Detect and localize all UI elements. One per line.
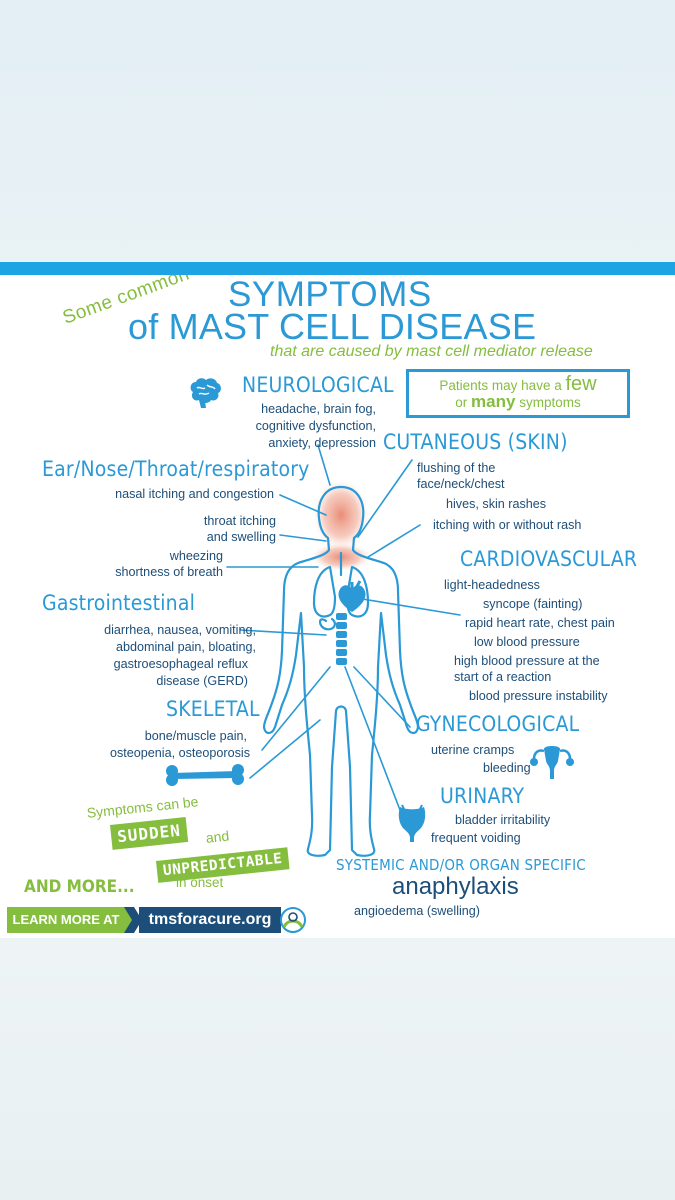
callout-line2c: symptoms [515, 395, 581, 410]
gyneco-item-1: uterine cramps [431, 743, 515, 757]
url-banner[interactable]: tmsforacure.org [139, 907, 281, 933]
heading-urinary: URINARY [440, 784, 525, 808]
urinary-item-1: bladder irritability [455, 813, 551, 827]
gyneco-item-2: bleeding [483, 761, 531, 775]
top-accent-bar [0, 262, 675, 275]
url-link[interactable]: tmsforacure.org [148, 911, 272, 928]
uterus-icon [530, 746, 574, 779]
cardio-item-5b: start of a reaction [454, 670, 552, 684]
onset-and: and [205, 827, 230, 846]
gastro-line-3: gastroesophageal reflux [113, 657, 248, 671]
heading-ent: Ear/Nose/Throat/respiratory [42, 457, 310, 481]
brain-icon [190, 378, 221, 408]
cutaneous-item-1a: flushing of the [417, 461, 496, 475]
cardio-item-5a: high blood pressure at the [454, 654, 600, 668]
learn-more-banner[interactable]: LEARN MORE AT [7, 907, 125, 933]
urinary-item-2: frequent voiding [431, 831, 521, 845]
heading-neurological: NEUROLOGICAL [242, 373, 394, 397]
skeletal-line-2: osteopenia, osteoporosis [109, 746, 250, 760]
heading-systemic: SYSTEMIC AND/OR ORGAN SPECIFIC [336, 856, 586, 874]
onset-sudden: SUDDEN [116, 820, 182, 847]
learn-more-label: LEARN MORE AT [12, 912, 120, 927]
heart-icon [338, 580, 366, 612]
systemic-item-1: angioedema (swelling) [354, 904, 481, 918]
skeletal-line-1: bone/muscle pain, [144, 729, 247, 743]
ent-item-3b: shortness of breath [115, 565, 223, 579]
infographic-panel: Some common SYMPTOMS of MAST CELL DISEAS… [0, 275, 675, 938]
title-symptoms: SYMPTOMS [228, 275, 432, 314]
callout-few: few [565, 373, 597, 395]
banner-arrow-icon [124, 907, 142, 933]
systemic-anaphylaxis: anaphylaxis [392, 873, 519, 900]
ent-item-2a: throat itching [203, 514, 276, 528]
ent-item-3a: wheezing [169, 549, 223, 563]
cardio-item-3: rapid heart rate, chest pain [465, 616, 615, 630]
heading-cutaneous: CUTANEOUS (SKIN) [383, 430, 568, 454]
ent-item-1: nasal itching and congestion [115, 487, 274, 501]
gastro-line-1: diarrhea, nausea, vomiting, [104, 623, 256, 637]
body-outline-icon [226, 444, 461, 857]
callout-box: Patients may have a few or many symptoms [406, 369, 630, 418]
heading-gastrointestinal: Gastrointestinal [42, 591, 196, 615]
cardio-item-6: blood pressure instability [469, 689, 608, 703]
gastro-line-4: disease (GERD) [156, 674, 248, 688]
heading-skeletal: SKELETAL [166, 697, 260, 721]
callout-line1a: Patients may have a [439, 378, 566, 393]
and-more-label: AND MORE... [24, 877, 135, 897]
cardio-item-2: syncope (fainting) [483, 597, 583, 611]
onset-tail: in onset [176, 875, 224, 890]
page-title: of MAST CELL DISEASE [128, 306, 537, 347]
cutaneous-item-1b: face/neck/chest [417, 477, 505, 491]
callout-many: many [471, 392, 516, 411]
logo-icon [280, 907, 306, 933]
callout-line2a: or [455, 395, 472, 410]
cardio-item-1: light-headedness [444, 578, 540, 592]
bottom-background [0, 938, 675, 1200]
cardio-item-4: low blood pressure [474, 635, 580, 649]
ent-item-2b: and swelling [206, 530, 276, 544]
heading-gynecological: GYNECOLOGICAL [416, 712, 580, 736]
cutaneous-item-2: hives, skin rashes [446, 497, 547, 511]
bone-icon [166, 764, 244, 786]
cutaneous-item-3: itching with or without rash [433, 518, 582, 532]
heading-cardiovascular: CARDIOVASCULAR [460, 547, 638, 571]
bladder-icon [398, 804, 426, 842]
neurological-line-1: headache, brain fog, [261, 402, 376, 416]
neurological-line-3: anxiety, depression [268, 436, 376, 450]
neurological-line-2: cognitive dysfunction, [255, 419, 376, 433]
title-subtitle: that are caused by mast cell mediator re… [270, 343, 593, 360]
top-background [0, 0, 675, 262]
gastro-line-2: abdominal pain, bloating, [115, 640, 256, 654]
